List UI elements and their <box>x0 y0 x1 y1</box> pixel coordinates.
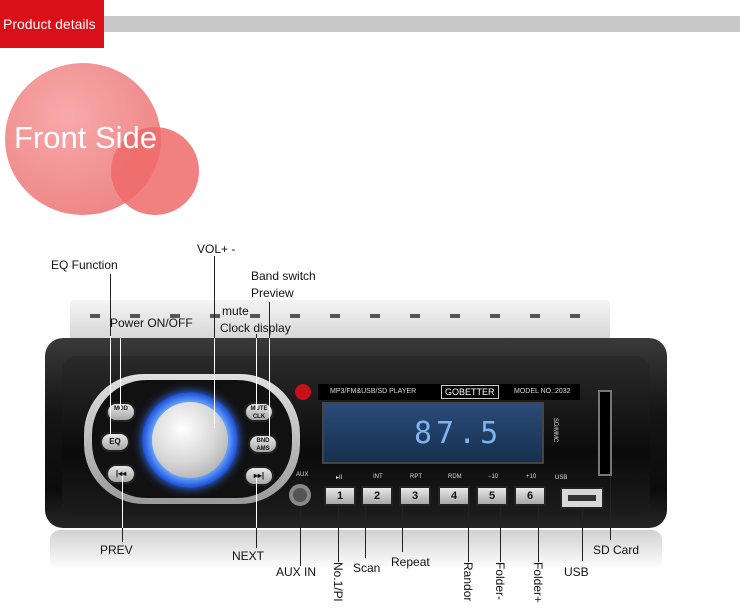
callout-next: NEXT <box>232 549 265 563</box>
header-bar: Product details <box>0 0 740 48</box>
callout-mute: mute <box>222 304 249 318</box>
preset-button-4: 4 <box>438 486 470 506</box>
preset-button-3: 3 <box>399 486 431 506</box>
next-button: ▸▸| <box>244 466 274 486</box>
callout-line-prev <box>122 528 123 542</box>
volume-knob <box>152 402 228 478</box>
callout-line-next-over <box>256 478 257 528</box>
model-number: MODEL NO.:2032 <box>514 388 571 395</box>
callout-clock-display: Clock display <box>220 321 291 335</box>
callout-line-eq-over <box>110 336 111 436</box>
callout-line-repeat <box>402 506 403 552</box>
mute-clk-button: MUTE CLK <box>244 402 274 422</box>
radio-reflection <box>50 530 662 570</box>
number-label-6: +10 <box>526 474 537 480</box>
number-label-4: RDM <box>448 474 462 480</box>
callout-line-band-over <box>269 338 270 438</box>
callout-scan: Scan <box>353 561 381 575</box>
callout-line-no1 <box>338 506 339 562</box>
callout-line-mute-over <box>256 338 257 410</box>
model-strip: MP3/FM&USB/SD PLAYER GOBETTER MODEL NO.:… <box>318 384 580 400</box>
sd-mmc-mini-label: SD/MMC <box>552 418 558 443</box>
callout-line-band <box>269 302 270 338</box>
callout-usb: USB <box>564 565 589 579</box>
usb-port <box>560 487 604 509</box>
decorative-bubble-small <box>111 127 199 215</box>
usb-mini-label: USB <box>555 475 568 481</box>
callout-band-switch: Band switch <box>251 269 316 283</box>
callout-line-usb <box>582 509 583 561</box>
sd-card-slot <box>598 390 612 476</box>
callout-line-folder-plus <box>538 506 539 562</box>
callout-line-sd <box>610 476 611 540</box>
callout-line-aux <box>300 506 301 566</box>
callout-aux-in: AUX IN <box>276 565 317 579</box>
callout-prev: PREV <box>100 543 133 557</box>
callout-line-eq <box>110 274 111 336</box>
callout-line-scan <box>365 506 366 558</box>
lcd-frequency: 87.5 <box>414 416 503 451</box>
callout-no1: No.1/Pl <box>331 562 345 602</box>
mod-button: MOD <box>106 402 136 422</box>
preset-button-6: 6 <box>514 486 546 506</box>
header-rule <box>104 16 740 32</box>
eq-button: EQ <box>100 432 130 452</box>
number-label-5: −10 <box>488 474 499 480</box>
number-label-1: ▸II <box>336 475 343 481</box>
callout-line-prev-over <box>122 476 123 528</box>
callout-line-folder-minus <box>500 506 501 562</box>
model-line: MP3/FM&USB/SD PLAYER <box>330 388 417 395</box>
number-label-3: RPT <box>410 474 422 480</box>
callout-line-random <box>468 506 469 562</box>
prev-button: |◂◂ <box>106 464 136 484</box>
callout-folder-plus: Folder+ <box>531 562 545 604</box>
callout-folder-minus: Folder- <box>493 562 507 601</box>
callout-line-vol-over <box>214 338 215 428</box>
callout-vol: VOL+ - <box>197 242 236 256</box>
callout-power: Power ON/OFF <box>110 316 193 330</box>
aux-jack <box>289 484 311 506</box>
callout-line-power-over <box>120 338 121 410</box>
lcd-display: 87.5 <box>322 402 544 464</box>
preset-button-2: 2 <box>361 486 393 506</box>
bnd-ams-button: BND AMS <box>248 434 278 454</box>
radio-chassis-top <box>70 300 610 340</box>
callout-repeat: Repeat <box>391 555 430 569</box>
callout-random: Randor <box>461 562 475 602</box>
aux-mini-label: AUX <box>296 472 309 478</box>
callout-line-next <box>256 528 257 548</box>
callout-sd-card: SD Card <box>593 543 640 557</box>
preset-button-1: 1 <box>324 486 356 506</box>
callout-preview: Preview <box>251 286 294 300</box>
preset-button-5: 5 <box>476 486 508 506</box>
release-button <box>295 384 311 400</box>
callout-line-vol <box>214 256 215 338</box>
callout-line-mute <box>256 334 257 338</box>
number-label-2: INT <box>373 474 383 480</box>
brand-logo: GOBETTER <box>441 385 499 399</box>
callout-eq-function: EQ Function <box>51 258 118 272</box>
product-details-tab[interactable]: Product details <box>0 0 104 48</box>
front-side-title: Front Side <box>14 120 158 155</box>
